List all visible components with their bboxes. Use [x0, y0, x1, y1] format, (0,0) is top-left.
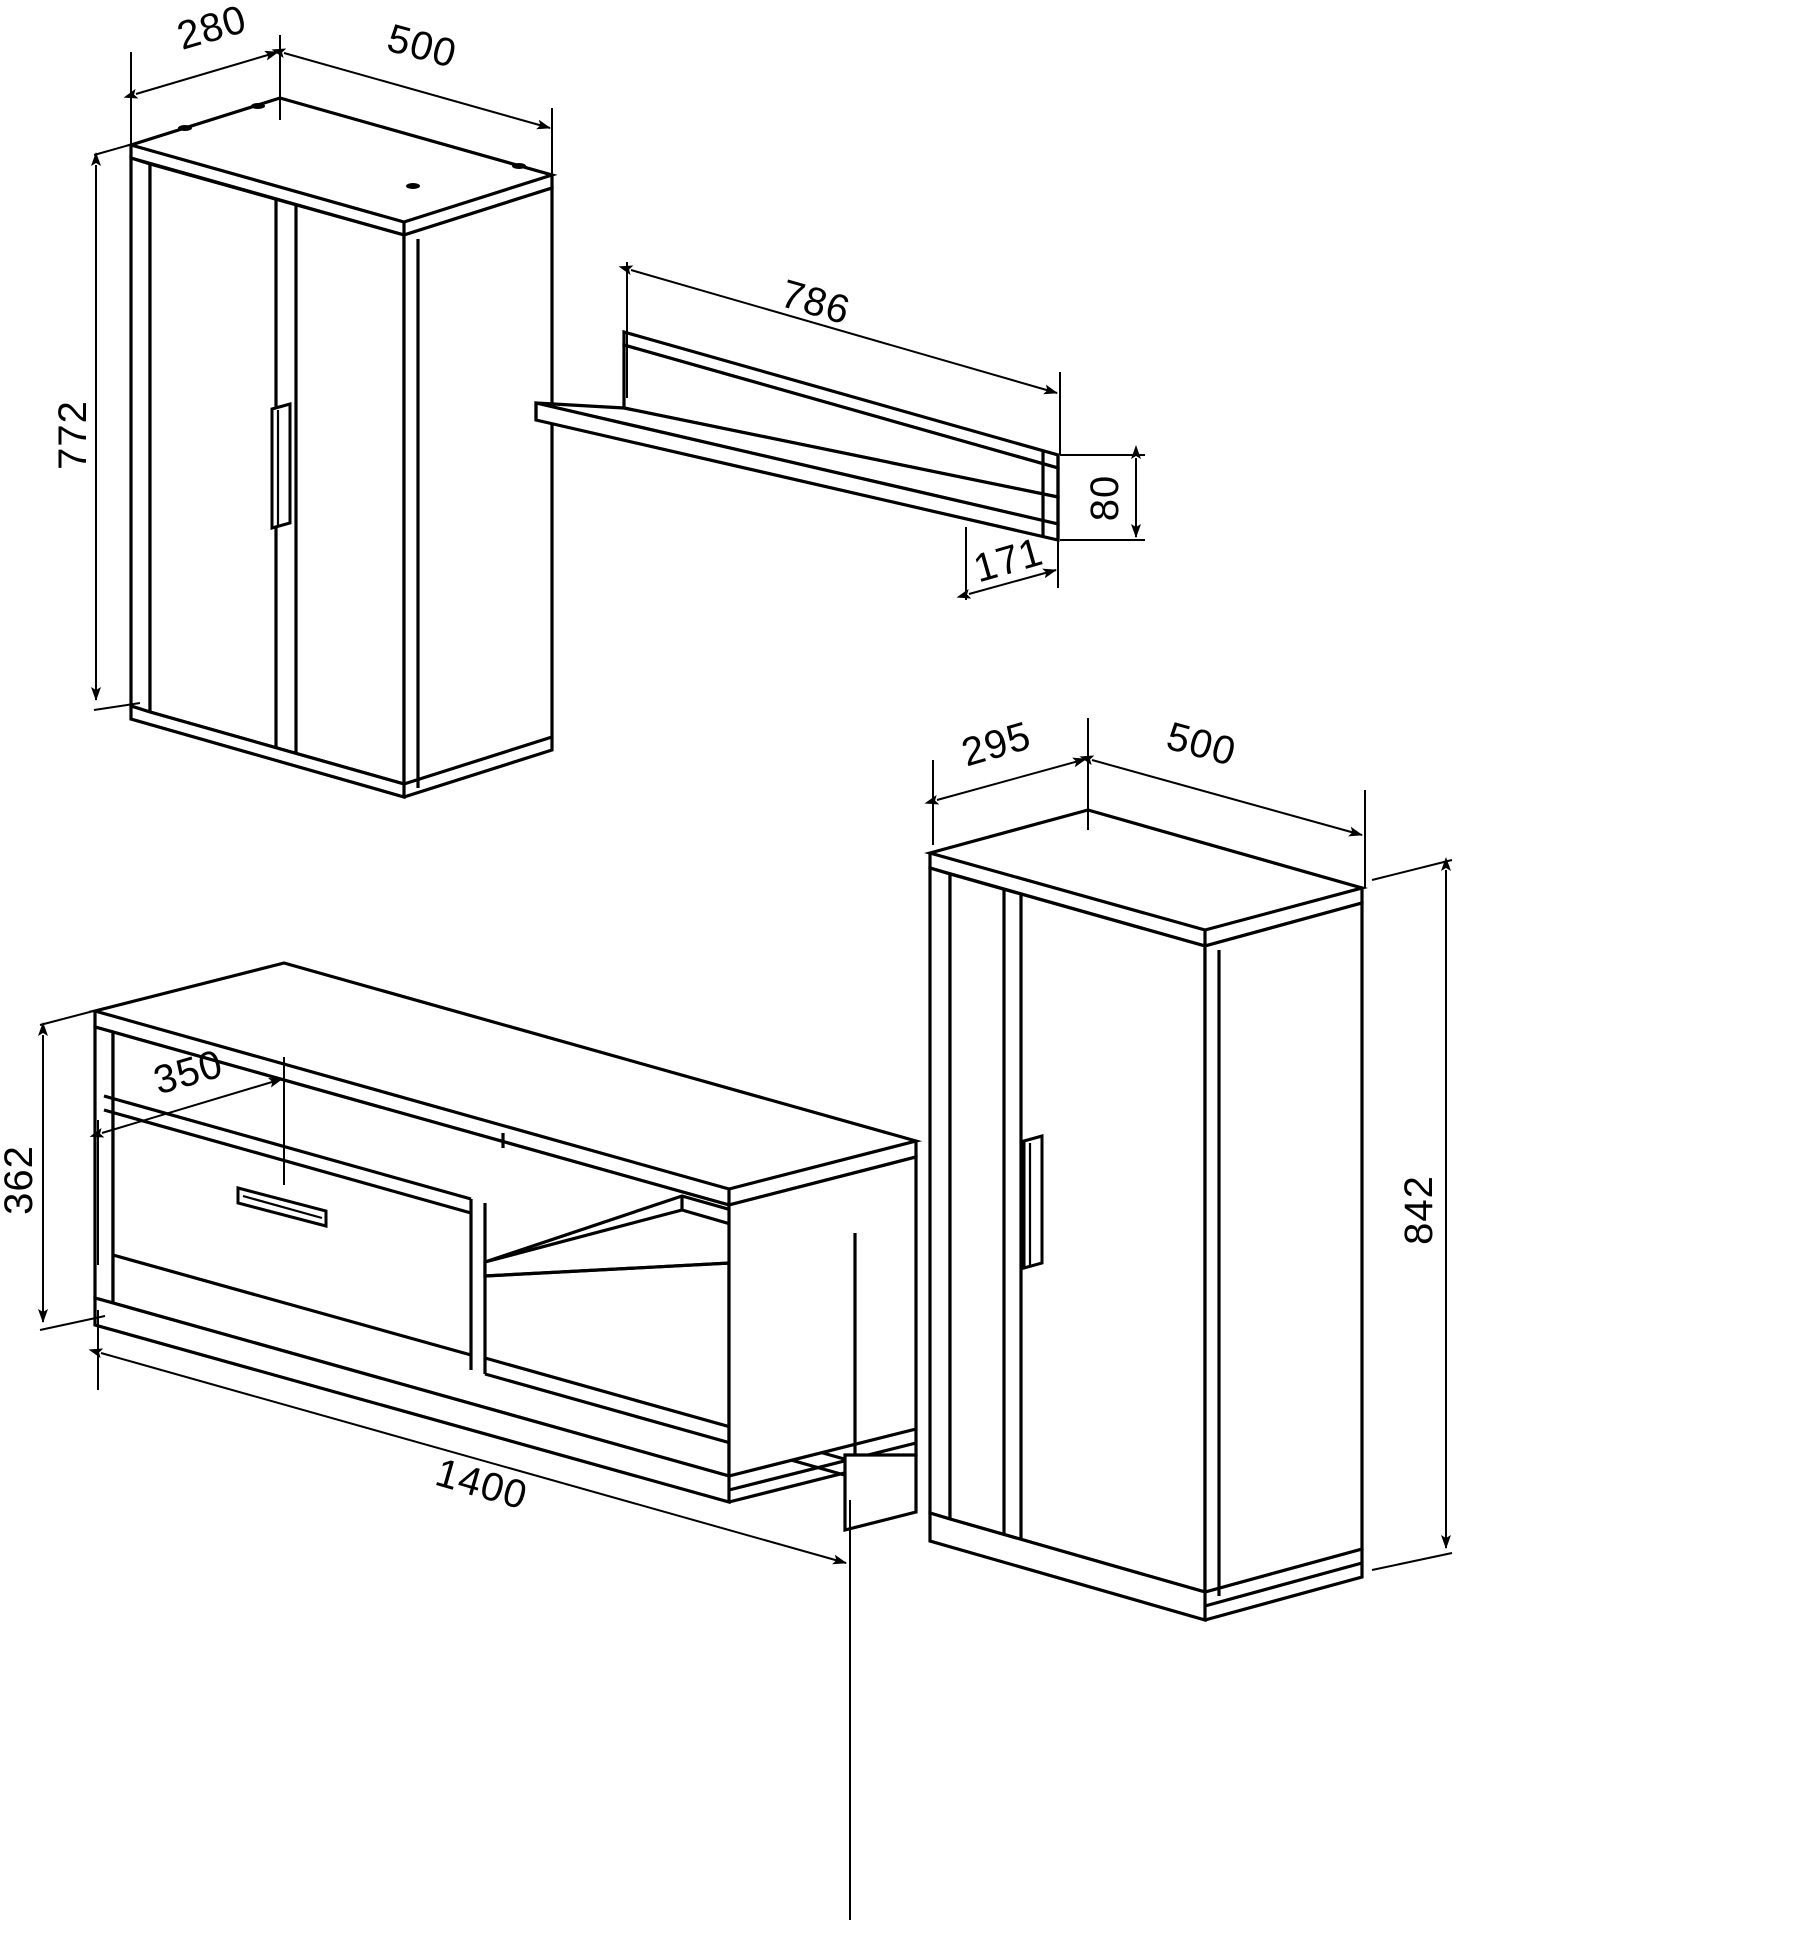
- dimension-tv-stand-height: 362: [0, 1007, 106, 1331]
- tv-stand-right-side: [727, 1154, 918, 1479]
- tall-cabinet-right-side: [1203, 900, 1364, 1595]
- tall-cabinet-front-face: [948, 871, 1207, 1595]
- tv-stand-handle-inner-line: [242, 1194, 323, 1220]
- wall-cabinet-left-side: [129, 155, 152, 715]
- dimension-label-772: 772: [51, 400, 95, 470]
- part-wall-cabinet: 280 500 772: [51, 0, 558, 800]
- wall-cabinet-peg-4: [512, 163, 526, 169]
- dimension-label-80: 80: [1083, 475, 1127, 522]
- part-tall-cabinet: 295 500 842: [923, 714, 1453, 1623]
- tv-stand-drawer-bottom-line: [112, 1253, 472, 1357]
- wall-cabinet-bottom-band: [129, 703, 406, 800]
- dimension-wall-shelf-height: 80: [1060, 445, 1145, 541]
- part-wall-shelf: 786 80 171: [534, 262, 1145, 600]
- dimension-label-362: 362: [0, 1145, 41, 1215]
- tall-cabinet-plinth-line: [1204, 1561, 1363, 1608]
- dimension-wall-cabinet-height: 772: [51, 141, 141, 711]
- wall-cabinet-peg-1: [251, 103, 265, 109]
- tall-cabinet-door-handle[interactable]: [1022, 1134, 1044, 1270]
- part-tv-stand: 350 362 1400: [0, 961, 923, 1920]
- tall-cabinet-left-side: [928, 865, 952, 1522]
- wall-cabinet-door-handle[interactable]: [270, 402, 292, 530]
- wall-cabinet-bottom-right-band: [403, 737, 554, 799]
- wall-cabinet-peg-2: [178, 125, 192, 131]
- tall-cabinet-plinth-right: [1204, 1549, 1364, 1622]
- dimension-label-842: 842: [1397, 1175, 1441, 1245]
- dimension-tall-cabinet-height: 842: [1371, 857, 1453, 1571]
- wall-cabinet-peg-3: [406, 183, 420, 189]
- wall-cabinet-right-side: [402, 185, 554, 787]
